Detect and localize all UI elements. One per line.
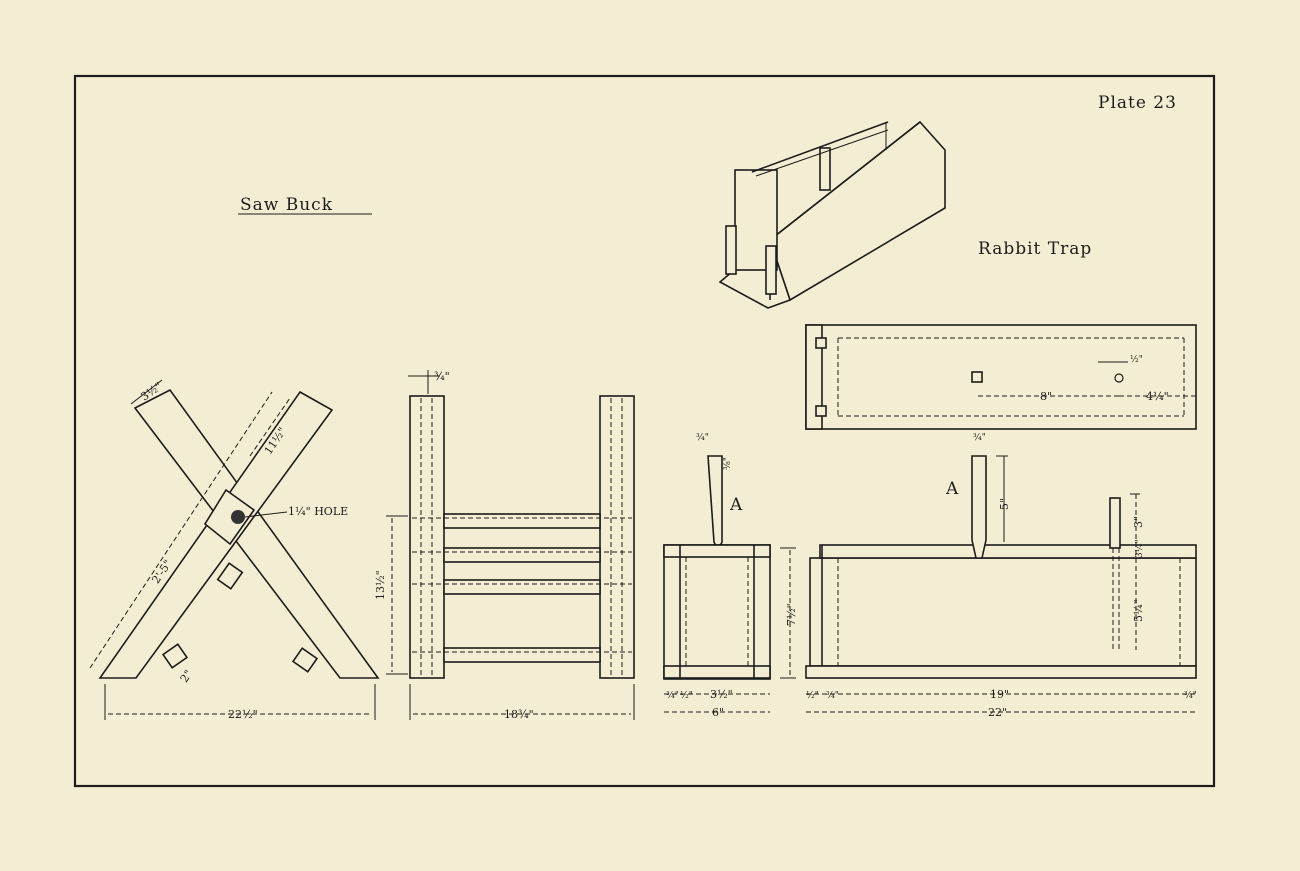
rabbit-trap-post-top: 3" — [1132, 516, 1145, 528]
rabbit-trap-a-notch: ⅜" — [723, 457, 733, 470]
saw-buck-rail-height: 13½" — [374, 570, 387, 600]
saw-buck-base-width: 22½" — [228, 708, 258, 721]
rabbit-trap-body-inner: 19" — [990, 688, 1009, 701]
rabbit-trap-part-a-detail: A ¾" ⅜" — [696, 432, 743, 552]
hole-label: 1¼" HOLE — [288, 505, 348, 518]
saw-buck-front-view: ¾" 13½" 18¾" — [374, 370, 635, 721]
saw-buck-block: 2" — [178, 668, 196, 685]
rabbit-trap-small-half: ½" — [806, 690, 819, 701]
rabbit-trap-side-view: A ¾" 5" 3" 3¼" 5¼" ½" ¾" 19" ¾" 22" — [805, 432, 1197, 719]
rabbit-trap-end-inner: 3½" — [710, 688, 733, 701]
rabbit-trap-post-mid: 3¼" — [1134, 539, 1145, 558]
rabbit-trap-trigger-hole: ½" — [1130, 354, 1143, 365]
rabbit-trap-end-stock: ¾" — [666, 690, 679, 701]
rabbit-trap-hole-from-end: 4¼" — [1146, 390, 1169, 403]
rabbit-trap-side-a-width: ¾" — [973, 432, 986, 443]
rabbit-trap-a-height: 5" — [998, 498, 1011, 510]
rabbit-trap-isometric — [718, 120, 946, 309]
plate-label: Plate 23 — [1098, 93, 1177, 113]
square-hole-icon — [971, 371, 983, 383]
rabbit-trap-end-view: 7½" ¾" ½" 3½" 6" — [663, 544, 798, 719]
rabbit-trap-title: Rabbit Trap — [978, 239, 1092, 259]
saw-buck-side-view: 1¼" HOLE 3½" 11½" 2'-5" 2" 22½" — [89, 379, 380, 721]
rabbit-trap-body-stock: ¾" — [1184, 690, 1197, 701]
saw-buck-section: Saw Buck 1¼" HOLE 3½" 11½" 2'-5" — [89, 195, 635, 721]
rabbit-trap-body-outer: 22" — [988, 706, 1007, 719]
hole-icon — [231, 510, 245, 524]
rabbit-trap-end-height: 7½" — [785, 603, 798, 626]
rabbit-trap-hole-spacing: 8" — [1040, 390, 1052, 403]
rabbit-trap-side-part-a-label: A — [945, 479, 959, 499]
rabbit-trap-section: Rabbit Trap ½ — [663, 120, 1197, 719]
rabbit-trap-end-half: ½" — [680, 690, 693, 701]
saw-buck-frame-width: 18¾" — [504, 708, 534, 721]
saw-buck-title: Saw Buck — [240, 195, 333, 215]
rabbit-trap-part-a-label: A — [729, 495, 743, 515]
plate-border — [73, 74, 1216, 788]
rabbit-trap-small-quarter: ¾" — [826, 690, 839, 701]
rabbit-trap-top-view: ½" 8" 4¼" — [805, 324, 1197, 430]
rabbit-trap-end-outer: 6" — [712, 706, 724, 719]
rabbit-trap-a-width: ¾" — [696, 432, 709, 443]
saw-buck-stock: ¾" — [434, 370, 450, 383]
rabbit-trap-post-low: 5¼" — [1132, 599, 1145, 622]
round-hole-icon — [1114, 373, 1124, 383]
